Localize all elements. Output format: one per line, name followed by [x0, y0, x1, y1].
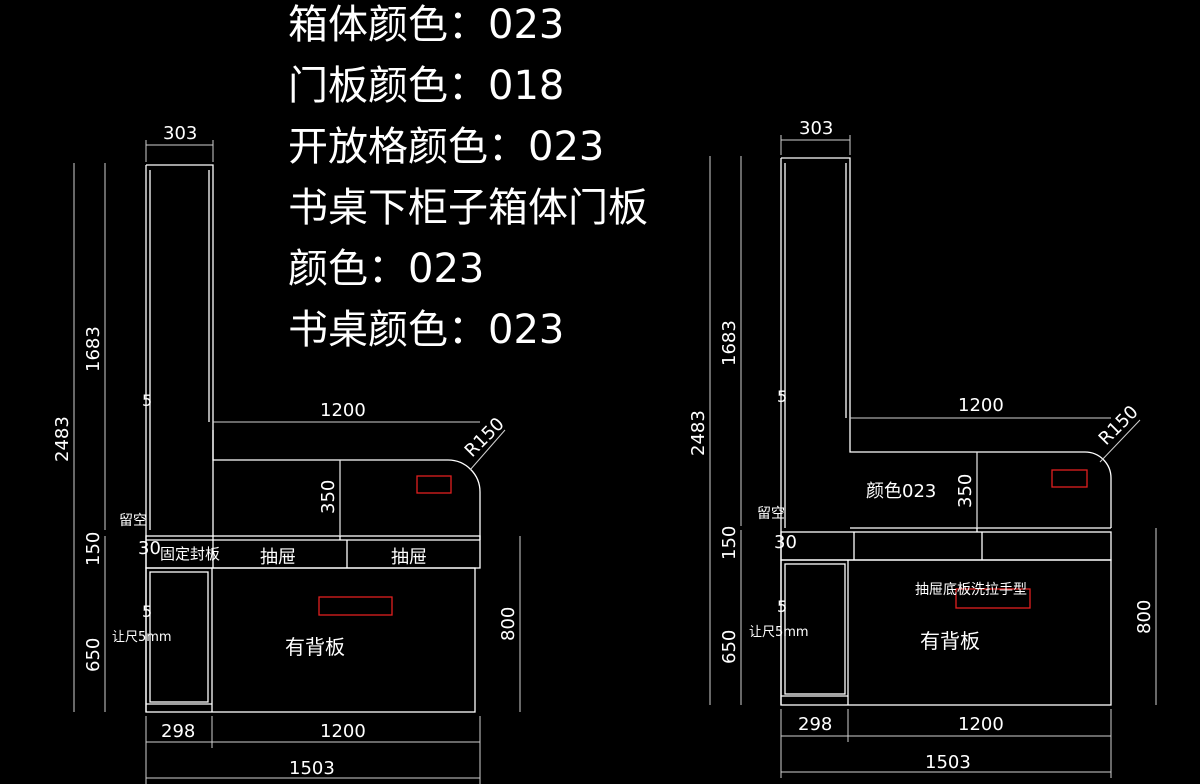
right-dim-298: 298: [798, 714, 832, 735]
left-dim-650: 650: [83, 638, 104, 672]
left-dim-radius-leader: [469, 429, 506, 471]
right-label-reserve: 留空: [757, 506, 785, 522]
left-dim-5-low: 5: [142, 602, 152, 621]
right-label-back-panel: 有背板: [920, 629, 980, 653]
right-dim-1503: 1503: [925, 752, 971, 773]
color-notes: 箱体颜色：023 门板颜色：018 开放格颜色：023 书桌下柜子箱体门板 颜色…: [288, 2, 648, 353]
right-label-clearance: 让尺5mm: [749, 625, 809, 640]
left-dim-303: 303: [163, 123, 197, 144]
right-handle-marker-cabinet: [955, 588, 1031, 609]
left-desk-outline: [212, 422, 481, 540]
left-handle-marker-cabinet: [318, 596, 393, 616]
right-lower-cabinet: [780, 559, 1112, 706]
right-dim-30: 30: [774, 532, 797, 553]
note-line-1: 箱体颜色：023: [288, 2, 564, 48]
right-handle-marker-desk: [1051, 469, 1088, 488]
right-dim-2483: 2483: [688, 410, 709, 456]
right-drawer-band: [780, 531, 1112, 561]
right-tall-column: [780, 157, 851, 705]
right-dim-350: 350: [955, 474, 976, 508]
right-open-shelf: [784, 563, 846, 695]
note-line-2: 门板颜色：018: [288, 63, 564, 109]
right-dim-5-top: 5: [777, 387, 787, 406]
right-desk-outline: [849, 418, 1112, 528]
left-dim-298: 298: [161, 721, 195, 742]
left-label-clearance: 让尺5mm: [112, 630, 172, 645]
right-label-drawer-note: 抽屉底板洗拉手型: [915, 582, 1027, 598]
left-dim-30: 30: [138, 538, 161, 559]
right-label-color: 颜色023: [866, 481, 936, 502]
left-dim-1200-top: 1200: [320, 400, 366, 421]
right-elevation: 303 2483 1683 150 650 1200 R150 350 800 …: [688, 118, 1157, 778]
left-dim-radius: R150: [461, 414, 509, 462]
right-dim-303: 303: [799, 118, 833, 139]
right-dim-1683: 1683: [719, 320, 740, 366]
left-dim-1200-bottom: 1200: [320, 721, 366, 742]
note-line-6: 书桌颜色：023: [288, 307, 564, 353]
left-dim-1503: 1503: [289, 758, 335, 779]
left-dim-1683: 1683: [83, 326, 104, 372]
note-line-5: 颜色：023: [288, 246, 484, 292]
left-label-fixed-panel: 固定封板: [160, 545, 220, 563]
left-handle-marker-desk: [416, 475, 452, 494]
left-open-shelf: [149, 571, 209, 703]
left-dim-2483: 2483: [52, 416, 73, 462]
left-dim-350: 350: [318, 480, 339, 514]
note-line-4: 书桌下柜子箱体门板: [288, 185, 648, 231]
note-line-3: 开放格颜色：023: [288, 124, 604, 170]
left-dim-5-top: 5: [142, 391, 152, 410]
left-dim-800: 800: [498, 607, 519, 641]
right-dim-1200-bottom: 1200: [958, 714, 1004, 735]
right-dim-5-low: 5: [777, 597, 787, 616]
left-label-drawer-1: 抽屉: [260, 547, 296, 568]
left-elevation: 303 2483 1683 150 650 1200 R150 350 800 …: [52, 123, 521, 784]
left-label-reserve: 留空: [119, 513, 147, 529]
left-lower-cabinet: [145, 567, 476, 713]
left-label-back-panel: 有背板: [285, 635, 345, 659]
right-dim-650: 650: [719, 630, 740, 664]
left-dim-150: 150: [83, 532, 104, 566]
right-dim-1200-top: 1200: [958, 395, 1004, 416]
left-label-drawer-2: 抽屉: [391, 547, 427, 568]
right-dim-800: 800: [1134, 600, 1155, 634]
right-dim-150: 150: [719, 526, 740, 560]
right-dim-radius-leader: [1099, 419, 1141, 463]
